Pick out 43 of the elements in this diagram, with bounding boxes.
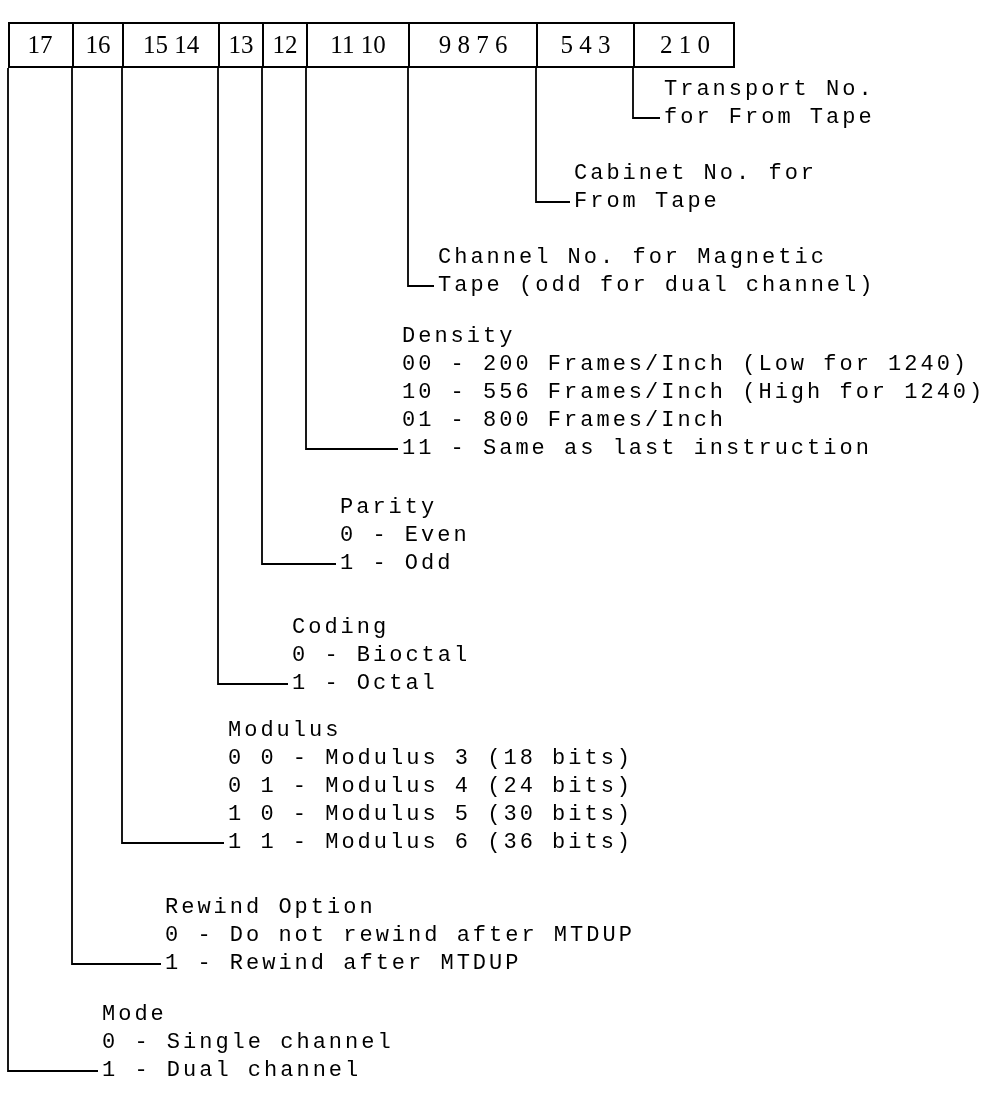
bit-field: 16 <box>72 22 122 68</box>
option-text: 0 - Do not rewind after MTDUP <box>165 922 635 950</box>
option-text: 0 0 - Modulus 3 (18 bits) <box>228 745 634 773</box>
option-text: 10 - 556 Frames/Inch (High for 1240) <box>402 379 986 407</box>
field-heading: Mode <box>102 1001 168 1029</box>
option-text: 11 - Same as last instruction <box>402 435 873 463</box>
option-text: 0 - Single channel <box>102 1029 394 1057</box>
option-text: 0 1 - Modulus 4 (24 bits) <box>228 773 634 801</box>
bit-field: 17 <box>8 22 72 68</box>
leader-line <box>632 67 661 119</box>
leader-line <box>217 67 289 685</box>
option-text: 0 - Bioctal <box>292 642 471 670</box>
bit-field: 13 <box>218 22 262 68</box>
field-description: Channel No. for Magnetic Tape (odd for dual channel) <box>438 244 877 300</box>
leader-line <box>71 67 162 965</box>
bit-field: 12 <box>262 22 306 68</box>
bit-field: 15 14 <box>122 22 218 68</box>
leader-line <box>535 67 571 203</box>
option-text: 1 - Dual channel <box>102 1057 363 1085</box>
field-description: Cabinet No. for From Tape <box>574 160 819 216</box>
bit-field: 5 4 3 <box>536 22 633 68</box>
option-text: 1 0 - Modulus 5 (30 bits) <box>228 801 634 829</box>
option-text: 01 - 800 Frames/Inch <box>402 407 728 435</box>
field-heading: Coding <box>292 614 391 642</box>
leader-line <box>261 67 337 565</box>
field-heading: Rewind Option <box>165 894 377 922</box>
option-text: 1 - Octal <box>292 670 439 698</box>
option-text: 1 - Odd <box>340 550 455 578</box>
bit-field: 2 1 0 <box>633 22 735 68</box>
field-heading: Modulus <box>228 717 343 745</box>
leader-line <box>305 67 399 450</box>
option-text: 00 - 200 Frames/Inch (Low for 1240) <box>402 351 971 379</box>
leader-line <box>407 67 435 287</box>
leader-line <box>121 67 225 844</box>
field-description: Transport No. for From Tape <box>664 76 876 132</box>
field-heading: Density <box>402 323 517 351</box>
bit-field: 11 10 <box>306 22 408 68</box>
bit-field: 9 8 7 6 <box>408 22 536 68</box>
field-heading: Parity <box>340 494 439 522</box>
option-text: 0 - Even <box>340 522 470 550</box>
leader-line <box>7 67 99 1072</box>
option-text: 1 1 - Modulus 6 (36 bits) <box>228 829 634 857</box>
option-text: 1 - Rewind after MTDUP <box>165 950 523 978</box>
